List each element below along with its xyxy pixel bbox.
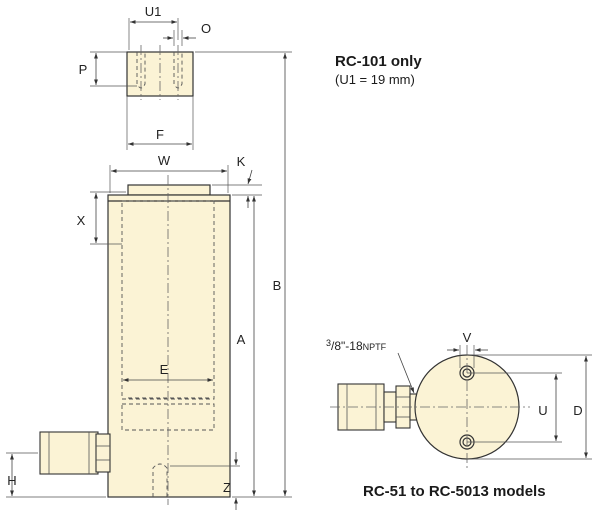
thread-leader-line: [397, 352, 415, 394]
cylinder-body: [107, 194, 231, 498]
dim-label-d: D: [573, 403, 582, 418]
dimension-line-k-top: [247, 169, 253, 185]
dim-label-u: U: [538, 403, 547, 418]
dim-label-o: O: [201, 21, 211, 36]
dim-label-k: K: [237, 154, 246, 169]
models-caption: RC-51 to RC-5013 models: [363, 483, 546, 500]
dim-label-a: A: [237, 332, 246, 347]
dim-label-h: H: [7, 473, 16, 488]
thread-spec-label: 3/8"-18NPTF: [326, 338, 387, 353]
dim-label-v: V: [463, 330, 472, 345]
dim-label-b: B: [273, 278, 282, 293]
dim-label-x: X: [77, 213, 86, 228]
dim-label-f: F: [156, 127, 164, 142]
base-mount-hole: [152, 463, 168, 497]
dim-label-z: Z: [223, 480, 231, 495]
rc101-note-detail: (U1 = 19 mm): [335, 72, 415, 87]
cylinder-side-view: W K X E A B H Z: [6, 51, 292, 510]
dim-label-e: E: [160, 362, 169, 377]
dim-label-w: W: [158, 153, 171, 168]
rc101-note-title: RC-101 only: [335, 53, 422, 70]
cylinder-top-view: 3/8"-18NPTF V U D: [326, 330, 592, 470]
dim-label-u1: U1: [145, 4, 162, 19]
coupler-hex: [95, 433, 111, 473]
dim-label-p: P: [79, 62, 88, 77]
plunger-head: [127, 184, 211, 196]
rc101-detail-view: U1 O P F: [79, 4, 211, 150]
